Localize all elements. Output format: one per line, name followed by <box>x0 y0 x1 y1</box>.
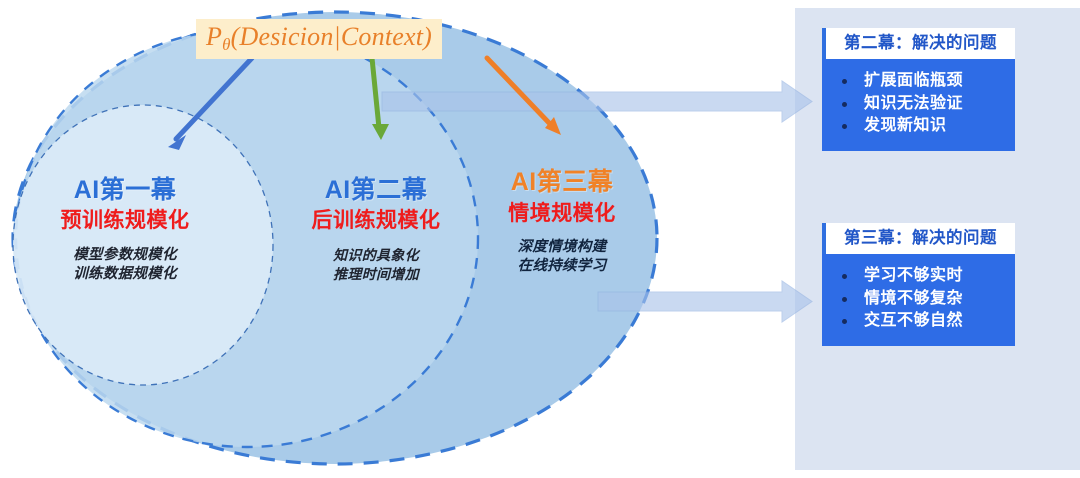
act3-details: 深度情境构建 在线持续学习 <box>474 238 650 276</box>
problem-card-act3-item-3: 交互不够自然 <box>864 312 964 330</box>
act1-detail-2: 训练数据规模化 <box>73 266 177 283</box>
block-arrow-to-act2-card <box>381 80 813 123</box>
act1-details: 模型参数规模化 训练数据规模化 <box>16 246 234 284</box>
problem-card-act2: 第二幕：解决的问题 扩展面临瓶颈 知识无法验证 发现新知识 <box>822 28 1015 152</box>
problem-card-act3: 第三幕：解决的问题 学习不够实时 情境不够复杂 交互不够自然 <box>822 223 1015 347</box>
act2-details: 知识的具象化 推理时间增加 <box>283 246 469 283</box>
list-item: 交互不够自然 <box>842 310 1015 333</box>
act3-subtitle: 情境规模化 <box>508 202 616 225</box>
arrow-formula-to-act1 <box>168 55 255 150</box>
probability-formula: Pθ(Desicion|Context) <box>196 19 443 60</box>
act-block-3: AI第三幕 情境规模化 深度情境构建 在线持续学习 <box>474 168 650 276</box>
act3-detail-1: 深度情境构建 <box>517 239 607 256</box>
bullet-dot-icon <box>842 78 847 84</box>
problem-card-act3-item-1: 学习不够实时 <box>864 267 964 284</box>
problem-card-act3-item-2: 情境不够复杂 <box>864 289 964 307</box>
problem-card-act2-list: 扩展面临瓶颈 知识无法验证 发现新知识 <box>822 70 1015 138</box>
act3-title: AI第三幕 <box>510 168 614 196</box>
ellipse-act1-inner <box>12 104 274 386</box>
arrow-formula-to-act3 <box>484 55 561 135</box>
list-item: 情境不够复杂 <box>842 288 1015 311</box>
formula-theta: θ <box>222 35 231 54</box>
formula-p: P <box>206 22 223 51</box>
act1-detail-1: 模型参数规模化 <box>73 247 177 264</box>
block-arrow-to-act3-card <box>597 280 813 323</box>
act1-title: AI第一幕 <box>73 176 177 204</box>
problem-card-act2-body: 扩展面临瓶颈 知识无法验证 发现新知识 <box>822 59 1015 152</box>
problem-card-act3-header: 第三幕：解决的问题 <box>822 223 1015 254</box>
act1-subtitle: 预训练规模化 <box>60 209 190 232</box>
list-item: 学习不够实时 <box>842 265 1015 288</box>
list-item: 知识无法验证 <box>842 93 1015 116</box>
act3-detail-2: 在线持续学习 <box>517 258 607 275</box>
act2-subtitle: 后训练规模化 <box>311 209 441 232</box>
problem-card-act2-item-2: 知识无法验证 <box>864 94 964 112</box>
arrow-formula-to-act2 <box>369 55 389 140</box>
bullet-dot-icon <box>842 273 847 279</box>
problem-card-act3-list: 学习不够实时 情境不够复杂 交互不够自然 <box>822 265 1015 333</box>
list-item: 扩展面临瓶颈 <box>842 70 1015 93</box>
bullet-dot-icon <box>842 319 847 325</box>
problem-card-act3-body: 学习不够实时 情境不够复杂 交互不够自然 <box>822 254 1015 347</box>
problem-card-act2-item-3: 发现新知识 <box>864 117 947 135</box>
bullet-dot-icon <box>842 296 847 302</box>
bullet-dot-icon <box>842 124 847 130</box>
act2-detail-1: 知识的具象化 <box>333 247 419 264</box>
act-block-1: AI第一幕 预训练规模化 模型参数规模化 训练数据规模化 <box>16 176 234 284</box>
act-block-2: AI第二幕 后训练规模化 知识的具象化 推理时间增加 <box>283 176 469 283</box>
act2-detail-2: 推理时间增加 <box>333 265 419 282</box>
list-item: 发现新知识 <box>842 115 1015 138</box>
problem-card-act2-header: 第二幕：解决的问题 <box>822 28 1015 59</box>
act2-title: AI第二幕 <box>324 176 428 204</box>
formula-body: (Desicion|Context) <box>230 22 433 51</box>
bullet-dot-icon <box>842 101 847 107</box>
problem-card-act2-item-1: 扩展面临瓶颈 <box>864 72 964 89</box>
